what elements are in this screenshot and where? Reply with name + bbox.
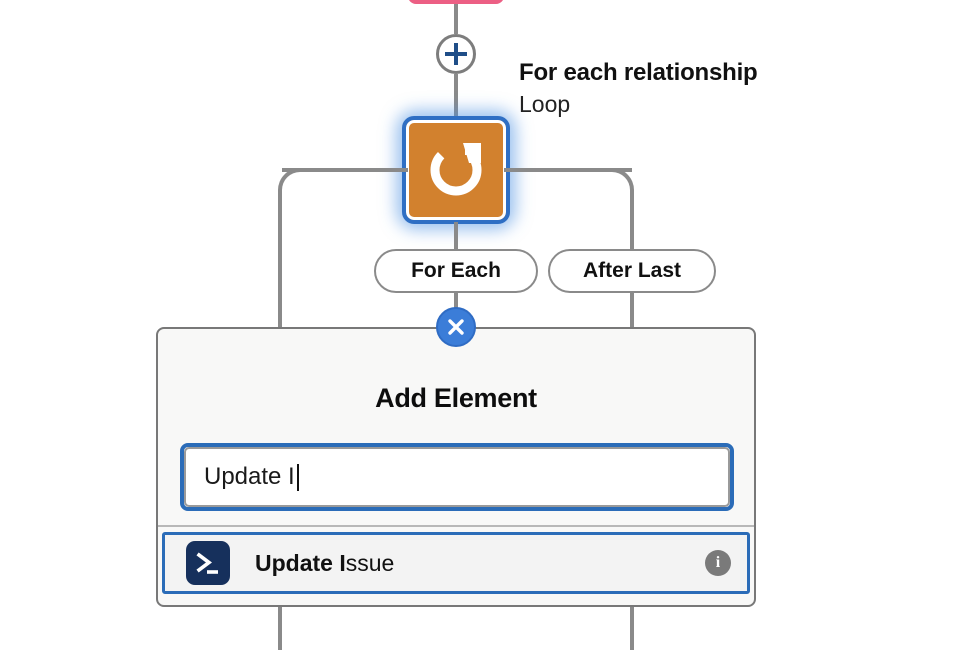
plus-icon-vertical xyxy=(454,43,458,65)
connector-line xyxy=(504,168,632,172)
add-step-button[interactable] xyxy=(436,34,476,74)
branch-pill-label: After Last xyxy=(582,259,682,282)
connector-elbow-left xyxy=(278,168,304,198)
connector-line xyxy=(454,74,458,116)
add-element-panel: Add Element Update I Update Issue i xyxy=(156,327,756,607)
branch-pill-label: For Each xyxy=(411,259,501,282)
node-subtitle: Loop xyxy=(519,91,571,117)
terminal-glyph-icon xyxy=(196,552,218,574)
result-label-rest: ssue xyxy=(345,549,395,576)
connector-line xyxy=(454,222,458,250)
panel-title: Add Element xyxy=(375,383,537,413)
node-title: For each relationship xyxy=(519,59,758,86)
text-caret xyxy=(296,463,299,491)
upstream-node[interactable] xyxy=(408,0,504,4)
info-icon[interactable]: i xyxy=(705,550,731,576)
search-input[interactable]: Update I xyxy=(184,447,730,507)
search-input-wrapper[interactable]: Update I xyxy=(180,443,734,511)
result-item-label: Update Issue xyxy=(255,550,394,577)
result-item-update-issue[interactable]: Update Issue i xyxy=(162,532,750,594)
result-label-match: Update I xyxy=(255,549,346,576)
connector-line xyxy=(282,168,408,172)
branch-pill-after-last[interactable]: After Last xyxy=(548,249,716,293)
panel-divider xyxy=(158,525,754,527)
connector-line xyxy=(454,4,458,34)
close-icon xyxy=(448,319,464,335)
terminal-icon xyxy=(186,541,230,585)
connector-elbow-right xyxy=(608,168,634,198)
branch-pill-for-each[interactable]: For Each xyxy=(374,249,538,293)
loop-refresh-icon xyxy=(430,143,482,196)
search-input-value: Update I xyxy=(204,463,295,490)
loop-node[interactable] xyxy=(402,116,510,224)
close-panel-button[interactable] xyxy=(436,307,476,347)
